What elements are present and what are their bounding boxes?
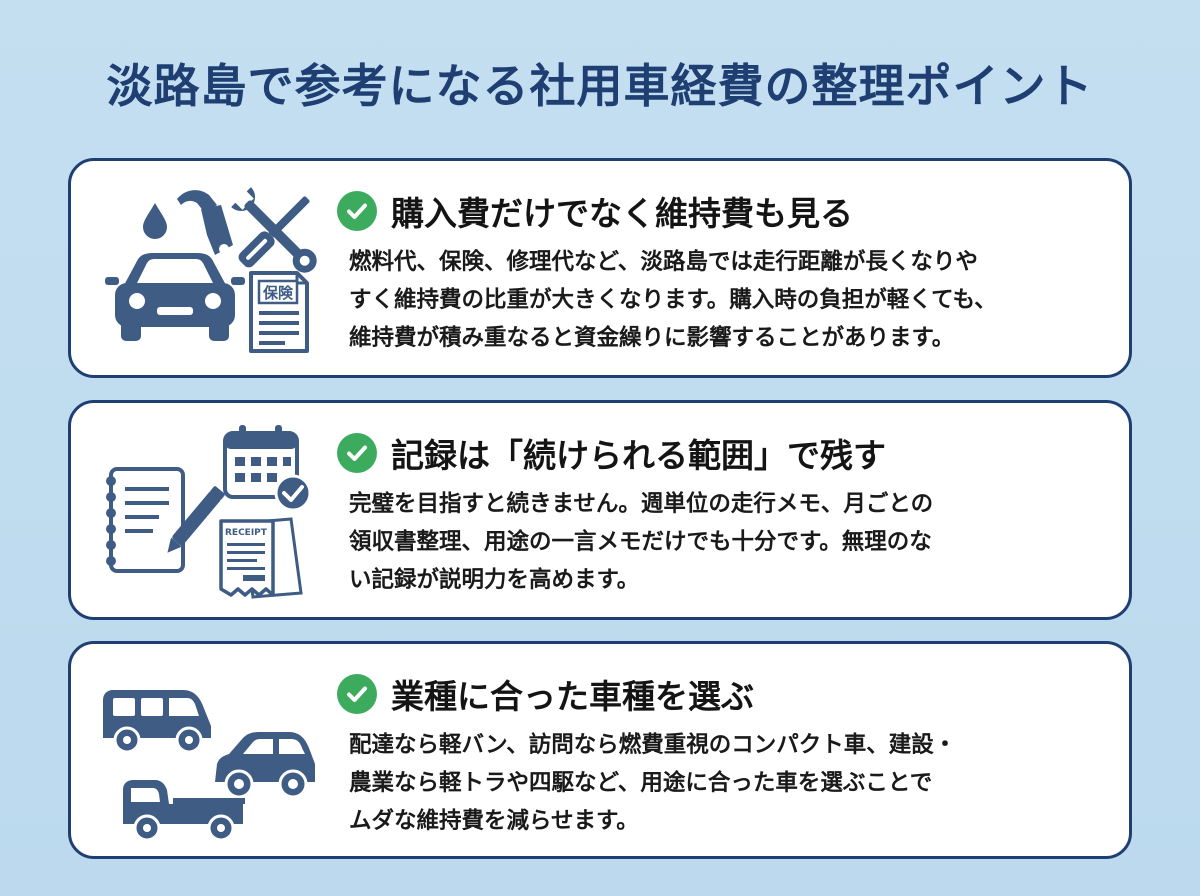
card-2-line: 完璧を目指すと続きません。週単位の走行メモ、月ごとの [349, 491, 934, 517]
card-maintenance-cost: 保険 購入費だけでなく維持費も見る 燃料代、保険、修理代など、淡路島では走行距離… [68, 158, 1132, 378]
svg-text:RECEIPT: RECEIPT [225, 528, 268, 538]
card-3-body: 配達なら軽バン、訪問なら燃費重視のコンパクト車、建設・ 農業なら軽トラや四駆など… [349, 726, 1119, 840]
card-2-line: 領収書整理、用途の一言メモだけでも十分です。無理のな [349, 529, 932, 555]
check-circle-icon [337, 433, 377, 473]
wrench-screwdriver-icon [231, 187, 317, 273]
page-title: 淡路島で参考になる社用車経費の整理ポイント [106, 59, 1094, 113]
car-icon [105, 253, 245, 341]
card-2-illustration: RECEIPT [106, 425, 312, 599]
check-circle-icon [337, 674, 377, 714]
card-1-line: 燃料代、保険、修理代など、淡路島では走行距離が長くなりや [349, 249, 978, 275]
card-2-heading: 記録は「続けられる範囲」で残す [391, 436, 886, 475]
card-2-icons: RECEIPT [93, 417, 323, 607]
compact-car-icon [215, 732, 315, 799]
card-vehicle-choice: 業種に合った車種を選ぶ 配達なら軽バン、訪問なら燃費重視のコンパクト車、建設・ … [68, 641, 1132, 859]
check-circle-icon [337, 191, 377, 231]
receipts-icon: RECEIPT [219, 517, 303, 599]
card-2-line: い記録が説明力を高めます。 [349, 567, 640, 593]
card-2-title: 記録は「続けられる範囲」で残す [337, 429, 886, 477]
card-1-illustration: 保険 [105, 187, 317, 353]
calendar-check-icon [223, 425, 312, 512]
pickup-truck-icon [123, 780, 245, 842]
card-2-body: 完璧を目指すと続きません。週単位の走行メモ、月ごとの 領収書整理、用途の一言メモ… [349, 485, 1119, 599]
fuel-nozzle-icon [177, 190, 233, 255]
card-3-icons [93, 658, 323, 848]
insurance-document-icon: 保険 [249, 271, 309, 353]
card-1-line: 維持費が積み重なると資金繰りに影響することがあります。 [349, 325, 955, 351]
van-icon [103, 690, 211, 754]
card-3-line: ムダな維持費を減らせます。 [349, 808, 639, 834]
card-1-icons: 保険 [93, 175, 323, 365]
card-1-body: 燃料代、保険、修理代など、淡路島では走行距離が長くなりや すく維持費の比重が大き… [349, 243, 1119, 357]
card-3-line: 農業なら軽トラや四駆など、用途に合った車を選ぶことで [349, 770, 933, 796]
svg-text:保険: 保険 [262, 284, 294, 302]
card-3-heading: 業種に合った車種を選ぶ [391, 677, 754, 716]
card-3-title: 業種に合った車種を選ぶ [337, 670, 754, 718]
card-record-keeping: RECEIPT 記録は「続けられる範囲」で残す 完璧を目指すと続きません。週単位… [68, 400, 1132, 620]
card-1-title: 購入費だけでなく維持費も見る [337, 187, 853, 235]
card-1-heading: 購入費だけでなく維持費も見る [391, 194, 853, 233]
card-3-line: 配達なら軽バン、訪問なら燃費重視のコンパクト車、建設・ [349, 732, 957, 758]
notebook-pen-icon [106, 467, 225, 573]
fuel-drop-icon [143, 203, 167, 239]
card-1-line: すく維持費の比重が大きくなります。購入時の負担が軽くても、 [349, 287, 997, 313]
card-3-illustration [103, 690, 315, 842]
